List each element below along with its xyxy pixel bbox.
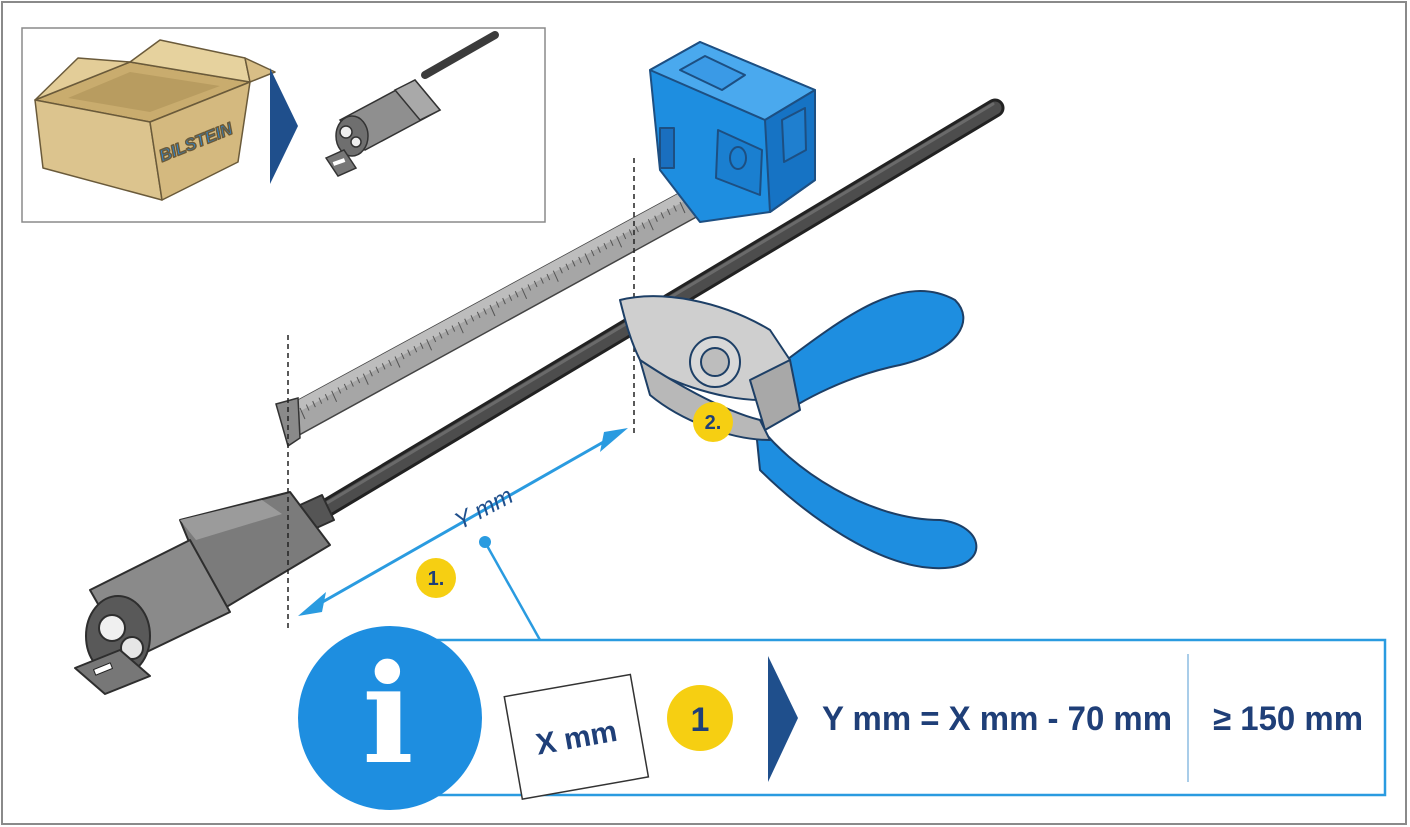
tape-tick	[451, 325, 456, 332]
tape-hook	[275, 397, 301, 448]
minimum-text: ≥ 150 mm	[1213, 700, 1363, 738]
tape-tick	[616, 236, 623, 248]
tape-tick	[369, 370, 373, 377]
tape-tick	[647, 218, 654, 231]
tape-tick	[533, 280, 538, 288]
tape-tick	[673, 205, 677, 212]
tape-tick	[546, 273, 551, 281]
formula-text: Y mm = X mm - 70 mm	[822, 700, 1172, 738]
tape-tick	[628, 229, 633, 236]
tape-tick	[565, 263, 570, 271]
tape-tick	[362, 373, 369, 385]
step-badge-2-label: 2.	[705, 412, 722, 434]
tape-measure-case-icon	[649, 41, 816, 223]
tape-tick	[489, 304, 496, 317]
small-shock-absorber-icon	[324, 31, 499, 177]
tape-tick	[324, 394, 329, 401]
tape-tick	[590, 249, 595, 257]
info-badge: 1	[667, 685, 733, 751]
tape-tick	[679, 201, 686, 214]
tape-tick	[578, 256, 582, 264]
info-icon: i	[298, 626, 482, 810]
tape-tick	[299, 407, 306, 420]
shock-absorber-body	[74, 491, 335, 695]
tape-tick	[666, 208, 671, 216]
tape-tick	[483, 308, 487, 315]
info-badge-label: 1	[691, 701, 710, 739]
tape-tick	[343, 383, 348, 391]
tape-tick	[305, 404, 310, 411]
step-badge-1: 1.	[416, 558, 456, 598]
side-cutter-pliers-icon	[619, 290, 978, 570]
tape-tick	[470, 315, 475, 322]
info-icon-letter: i	[362, 635, 414, 795]
chevron-right-icon	[270, 68, 298, 184]
tape-tick	[381, 363, 386, 370]
tape-tick	[660, 212, 665, 219]
mounting-bracket	[74, 649, 151, 695]
tape-tick	[609, 239, 614, 246]
inset-panel: BILSTEIN	[21, 27, 546, 223]
cardboard-box-icon: BILSTEIN	[34, 39, 276, 201]
tape-tick	[413, 345, 418, 353]
tape-tick	[559, 267, 563, 274]
tape-tick	[584, 253, 591, 265]
tape-tick	[318, 397, 323, 404]
tape-tick	[331, 390, 338, 403]
tape-tick	[521, 287, 528, 300]
tape-tick	[400, 352, 405, 360]
tape-tick	[603, 242, 608, 250]
tape-tick	[375, 366, 380, 374]
measurement-card: X mm	[503, 673, 650, 800]
tape-tick	[464, 318, 468, 325]
tape-tick	[641, 222, 646, 229]
callout-line	[483, 541, 542, 641]
tape-tick	[635, 225, 639, 233]
step-badge-2: 2.	[693, 402, 733, 442]
tape-tick	[337, 387, 342, 394]
tape-tick	[438, 332, 443, 339]
tape-tick	[508, 294, 513, 301]
tape-tick	[476, 311, 481, 319]
tape-tick	[432, 335, 437, 343]
tape-tick	[388, 359, 392, 367]
info-panel: i X mm 1 Y mm = X mm - 70 mm ≥ 150 mm	[298, 626, 1387, 810]
tape-tick	[356, 376, 361, 384]
tape-tick	[540, 277, 544, 284]
chevron-right-icon	[768, 656, 798, 782]
tape-tick	[457, 321, 464, 334]
tape-tick	[394, 356, 401, 368]
dimension-arrow	[298, 428, 628, 616]
step-badge-1-label: 1.	[428, 568, 445, 590]
tape-tick	[426, 339, 433, 351]
tape-tick	[419, 342, 424, 349]
tape-tick	[495, 301, 500, 308]
tape-tick	[502, 297, 506, 305]
tape-tick	[552, 270, 559, 282]
tape-tick	[654, 215, 658, 222]
tape-measure	[275, 41, 816, 448]
tape-tick	[622, 232, 627, 240]
tape-tick-marks	[299, 201, 686, 420]
tape-tick	[571, 260, 576, 267]
tape-tick	[597, 246, 601, 253]
tape-tick	[445, 328, 449, 336]
tape-tick	[527, 284, 532, 291]
tape-tick	[312, 400, 316, 408]
tape-tick	[407, 349, 411, 356]
tape-tick	[350, 380, 354, 387]
tape-tick	[514, 291, 519, 298]
